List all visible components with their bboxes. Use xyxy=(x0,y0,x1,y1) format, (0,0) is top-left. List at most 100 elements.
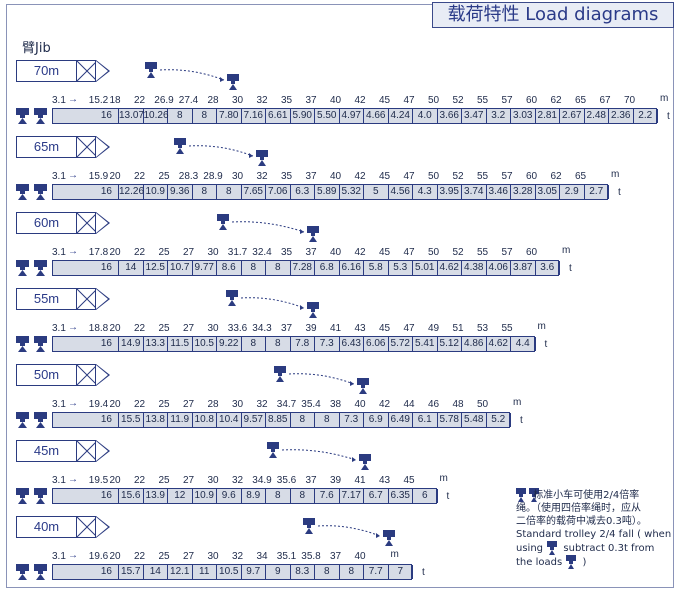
radius-label: 45 xyxy=(378,247,391,258)
jib-length-label: 55m xyxy=(33,291,60,306)
load-unit: t xyxy=(520,415,523,426)
radius-label: 49 xyxy=(427,323,440,334)
radius-label: 27 xyxy=(182,475,195,486)
trolley-start-icon xyxy=(173,138,187,154)
load-value: 11.9 xyxy=(168,413,193,427)
load-value: 4.3 xyxy=(413,185,438,199)
load-value: 7.3 xyxy=(315,337,340,351)
load-value: 3.87 xyxy=(511,261,536,275)
radius-label: 27 xyxy=(182,247,195,258)
radius-label: 26.9 xyxy=(154,95,174,106)
rope-fall-note: 标准小车可使用2/4倍率 绳。（使用四倍率绳时，应从 二倍率的载荷中减去0.3吨… xyxy=(516,488,676,569)
hook-pair-icon xyxy=(15,488,49,504)
radius-label: 34.7 xyxy=(276,399,297,410)
radius-label: 40 xyxy=(329,95,342,106)
load-value: 2.7 xyxy=(585,185,609,199)
jib-length-box: 40m xyxy=(16,516,98,538)
jib-arrow-icon xyxy=(96,364,110,386)
load-value: 3.28 xyxy=(511,185,536,199)
radius-label: 65 xyxy=(574,171,587,182)
load-value: 8 xyxy=(242,337,266,351)
jib-length-box: 50m xyxy=(16,364,98,386)
load-value: 16 xyxy=(53,185,119,199)
load-value: 8 xyxy=(193,185,217,199)
radius-label: 27 xyxy=(182,551,195,562)
distance-unit: m xyxy=(439,473,448,484)
radius-label: 40 xyxy=(354,399,366,410)
radius-label: 37 xyxy=(305,95,317,106)
load-value: 2.9 xyxy=(560,185,585,199)
distance-unit: m xyxy=(537,321,546,332)
load-value: 13.9 xyxy=(144,489,168,503)
load-value: 8.9 xyxy=(242,489,266,503)
note-cn-2: 绳。（使用四倍率绳时，应从 xyxy=(516,503,641,514)
load-value: 12 xyxy=(168,489,193,503)
radius-label: 25 xyxy=(158,323,170,334)
radius-label: 65 xyxy=(574,95,587,106)
radius-label: 57 xyxy=(501,95,513,106)
jib-tip-icon xyxy=(76,288,98,310)
arrow-icon: → xyxy=(68,170,78,181)
load-value: 6.43 xyxy=(340,337,364,351)
jib-tip-icon xyxy=(76,136,98,158)
radius-label: 55 xyxy=(476,171,489,182)
radius-label: 32 xyxy=(256,95,268,106)
radius-label: 17.8 xyxy=(88,247,109,258)
radius-label: 52 xyxy=(452,247,464,258)
radius-label: 20 xyxy=(109,171,121,182)
load-value: 8.6 xyxy=(217,261,242,275)
arrow-icon: → xyxy=(68,550,78,561)
load-value: 3.2 xyxy=(487,109,511,123)
jib-arrow-icon xyxy=(96,136,110,158)
trolley-end-icon xyxy=(255,150,269,166)
radius-label: 27.4 xyxy=(178,95,199,106)
load-value: 13.8 xyxy=(144,413,168,427)
load-value: 7.16 xyxy=(242,109,266,123)
radius-label: 22 xyxy=(133,399,146,410)
radius-label: 62 xyxy=(550,95,562,106)
radius-label: 3.1 xyxy=(52,171,66,182)
load-value: 5.89 xyxy=(315,185,340,199)
radius-label: 20 xyxy=(109,475,121,486)
radius-label: 43 xyxy=(378,475,391,486)
load-value: 11.5 xyxy=(168,337,193,351)
double-hook-icon xyxy=(565,555,579,569)
load-value: 4.38 xyxy=(462,261,487,275)
load-unit: t xyxy=(569,263,572,274)
radius-label: 45 xyxy=(378,323,391,334)
load-value: 7.28 xyxy=(291,261,315,275)
load-value: 16 xyxy=(53,489,119,503)
load-value: 15.6 xyxy=(119,489,144,503)
load-value: 7.6 xyxy=(315,489,340,503)
load-value: 3.6 xyxy=(536,261,560,275)
distance-unit: m xyxy=(611,169,620,180)
load-value: 6.16 xyxy=(340,261,364,275)
load-value: 3.05 xyxy=(536,185,560,199)
radius-label: 47 xyxy=(403,323,415,334)
radius-label: 28.3 xyxy=(178,171,199,182)
radius-label: 42 xyxy=(354,95,366,106)
jib-arrow-icon xyxy=(96,212,110,234)
radius-label: 37 xyxy=(305,475,317,486)
load-value: 14 xyxy=(144,565,168,579)
radius-label: 18.8 xyxy=(88,323,109,334)
radius-label: 35.4 xyxy=(301,399,321,410)
jib-length-label: 70m xyxy=(33,63,60,78)
trolley-end-icon xyxy=(356,378,370,394)
arrow-icon: → xyxy=(68,398,78,409)
radius-label: 52 xyxy=(452,95,464,106)
load-value: 9.6 xyxy=(217,489,242,503)
load-value: 10.26 xyxy=(143,109,169,123)
radius-label: 45 xyxy=(378,171,391,182)
radius-label: 37 xyxy=(329,551,342,562)
load-value: 4.66 xyxy=(364,109,389,123)
radius-label: 57 xyxy=(501,171,513,182)
hook-pair-icon xyxy=(15,564,49,580)
load-value: 10.4 xyxy=(217,413,242,427)
load-value: 9.7 xyxy=(242,565,266,579)
jib-length-label: 60m xyxy=(33,215,60,230)
trolley-end-icon xyxy=(382,530,396,546)
